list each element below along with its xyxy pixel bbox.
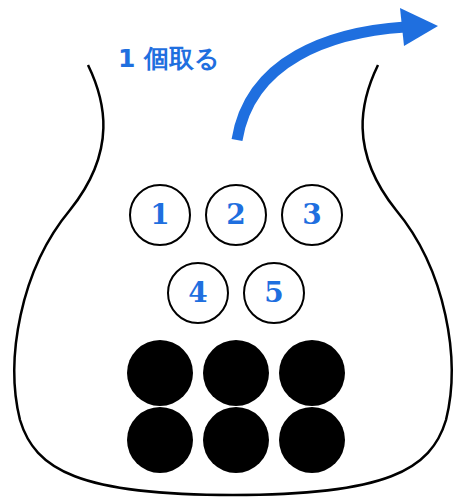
- ball-number: 4: [188, 279, 207, 307]
- black-ball: [127, 407, 193, 473]
- black-ball: [203, 407, 269, 473]
- black-ball: [127, 340, 193, 406]
- black-balls: [127, 340, 345, 473]
- black-ball: [203, 340, 269, 406]
- take-arrow-shaft: [237, 27, 405, 140]
- numbered-ball: 3: [281, 184, 343, 246]
- ball-number: 5: [264, 279, 283, 307]
- ball-number: 3: [302, 201, 321, 229]
- take-arrow-head: [400, 8, 438, 46]
- ball-number: 1: [150, 201, 169, 229]
- ball-number: 2: [226, 201, 245, 229]
- numbered-ball: 4: [167, 262, 229, 324]
- numbered-ball: 5: [243, 262, 305, 324]
- black-ball: [279, 407, 345, 473]
- numbered-ball: 1: [129, 184, 191, 246]
- bag-outline: [14, 65, 451, 495]
- take-label: 1 個取る: [118, 44, 220, 74]
- numbered-ball: 2: [205, 184, 267, 246]
- black-ball: [279, 340, 345, 406]
